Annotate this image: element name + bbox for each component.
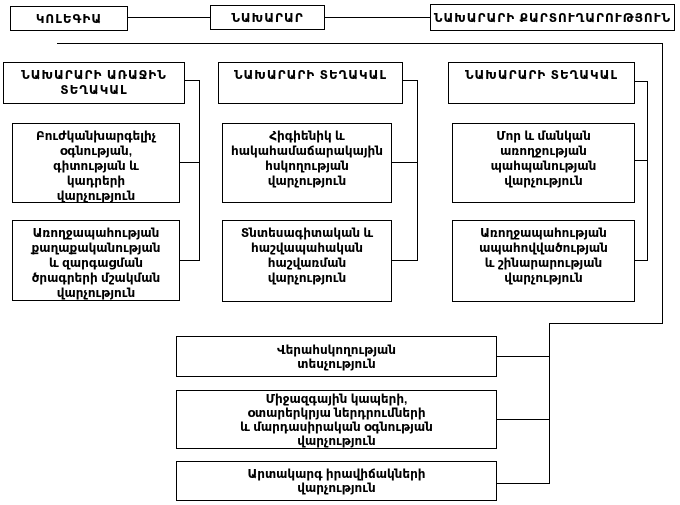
connector-minister-secretariat [325, 17, 430, 18]
org-box-dept-hygiene-epidemic: Հիգիենիկ և հակահամաճարակային հսկողության… [222, 123, 392, 203]
connector-stub-international [497, 419, 549, 420]
org-box-dept-international: Միջազգային կապերի, օտարերկրյա ներդրումնե… [176, 390, 497, 449]
org-box-minister: ՆԱԽԱՐԱՐ [210, 5, 325, 30]
connector-bottom-rail [549, 323, 663, 324]
org-box-supervision-inspectorate: Վերահսկողության տեսչություն [176, 336, 497, 377]
connector-col2-dept1-stub [392, 162, 418, 163]
org-box-minister-secretariat: ՆԱԽԱՐԱՐԻ ՔԱՐՏՈՒՂԱՐՈՒԹՅՈՒՆ [430, 4, 675, 31]
connector-col1-trunk [199, 80, 200, 261]
org-box-dept-mother-child: Մոր և մանկան առողջության պահպանության վա… [452, 123, 635, 203]
connector-col2-trunk [417, 80, 418, 261]
connector-stub-supervision [497, 356, 549, 357]
org-box-deputy-minister-2: ՆԱԽԱՐԱՐԻ ՏԵՂԱԿԱԼ [218, 62, 403, 104]
connector-top-rail [57, 43, 663, 44]
org-box-dept-preventive-care: Բուժկանխարգելիչ օգնության, գիտության և կ… [12, 123, 180, 203]
connector-right-vertical [662, 43, 663, 324]
org-box-dept-provision-construction: Առողջապահության ապահովվածության և շինարա… [452, 220, 635, 302]
connector-col3-trunk [647, 81, 648, 261]
connector-col3-dept1-stub [635, 160, 648, 161]
org-box-dept-economic-accounting: Տնտեսագիտական և հաշվապահական հաշվառման վ… [222, 220, 392, 302]
org-box-first-deputy-minister: ՆԱԽԱՐԱՐԻ ԱՌԱՋԻՆ ՏԵՂԱԿԱԼ [3, 62, 185, 104]
org-box-dept-health-policy: Առողջապահության քաղաքականության և զարգաց… [12, 220, 180, 301]
connector-stub-emergency [497, 483, 549, 484]
connector-col1-deputy-stub [185, 80, 200, 81]
org-box-collegium: ԿՈԼԵԳԻԱ [10, 6, 128, 31]
connector-col1-dept2-stub [180, 260, 200, 261]
org-box-deputy-minister-3: ՆԱԽԱՐԱՐԻ ՏԵՂԱԿԱԼ [448, 62, 635, 104]
connector-col3-deputy-stub [635, 81, 648, 82]
connector-bottom-trunk [549, 323, 550, 484]
org-box-dept-emergency: Արտակարգ իրավիճակների վարչություն [176, 461, 497, 501]
connector-col2-deputy-stub [403, 80, 418, 81]
connector-col2-dept2-stub [392, 260, 418, 261]
connector-collegium-minister [128, 17, 210, 18]
connector-col3-dept2-stub [635, 260, 648, 261]
connector-col1-dept1-stub [180, 162, 200, 163]
